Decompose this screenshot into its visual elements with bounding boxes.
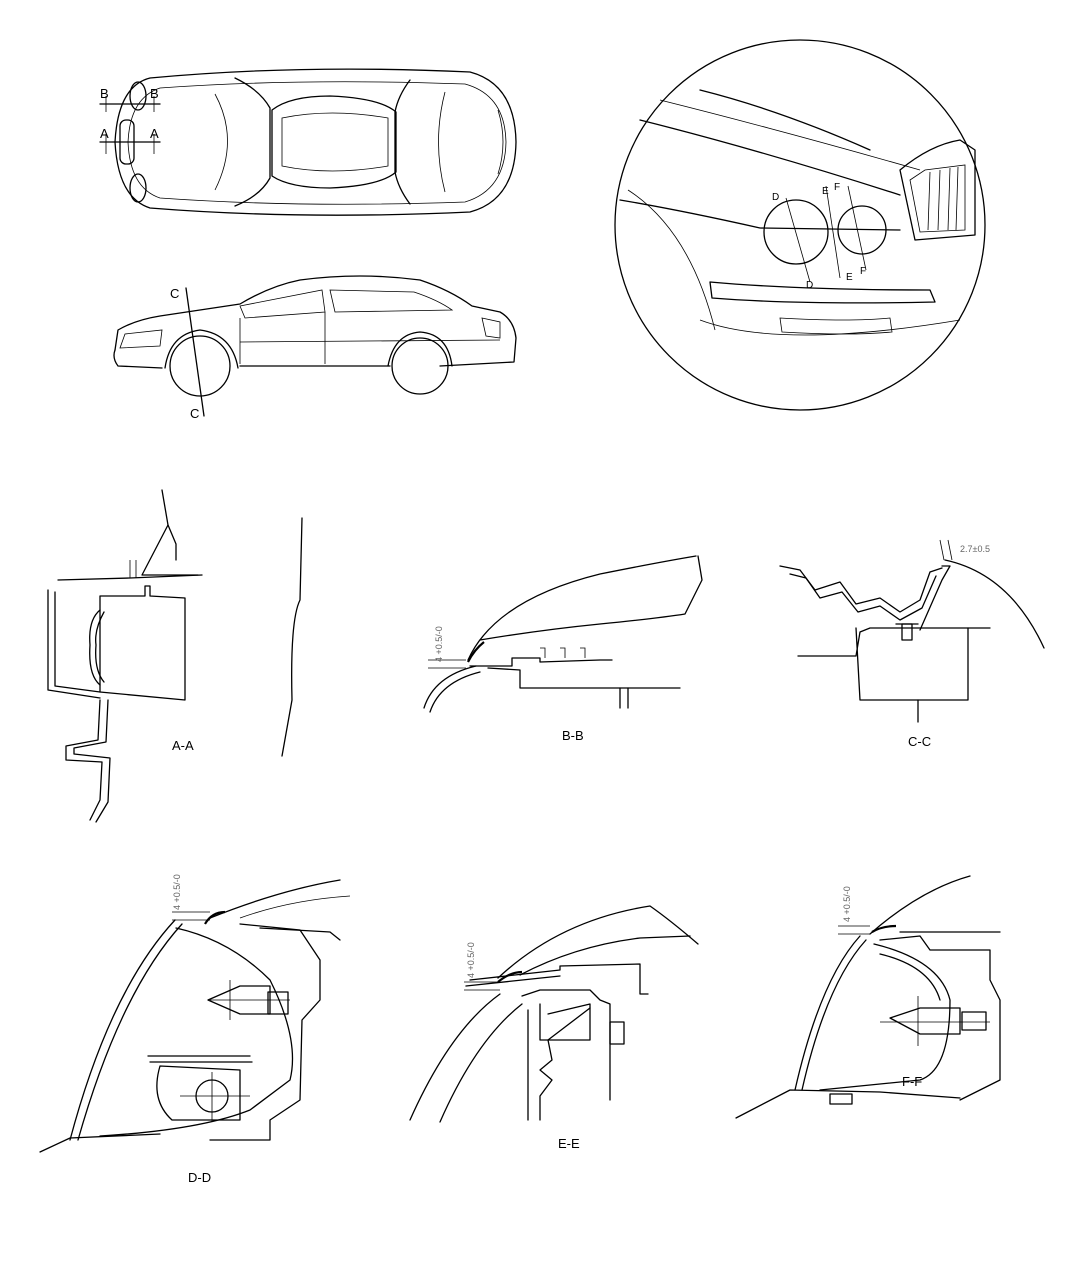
car-top-view: B B A A <box>99 68 517 216</box>
tolerance-cc: 2.7±0.5 <box>960 544 990 554</box>
detail-marker-f-top: F <box>834 182 840 193</box>
section-e-e: 4 +0.5/-0 E-E <box>409 905 699 1151</box>
section-label-c-c: C-C <box>908 734 931 749</box>
section-f-f: 4 +0.5/-0 F-F <box>735 875 1001 1119</box>
side-view-marker-c-bottom: C <box>190 406 199 421</box>
section-d-d: 4 +0.5/-0 D-D <box>39 874 351 1185</box>
section-c-c: 2.7±0.5 C-C <box>779 539 1045 749</box>
detail-marker-e-top: E <box>822 186 829 197</box>
top-view-marker-b-right: B <box>150 86 159 101</box>
section-label-e-e: E-E <box>558 1136 580 1151</box>
top-view-marker-b-left: B <box>100 86 109 101</box>
side-view-marker-c-top: C <box>170 286 179 301</box>
tolerance-dd: 4 +0.5/-0 <box>172 874 182 910</box>
detail-marker-e-bottom: E <box>846 272 853 283</box>
headlamp-detail-view: D E F D E F <box>614 39 986 411</box>
tolerance-ee: 4 +0.5/-0 <box>466 942 476 978</box>
section-label-a-a: A-A <box>172 738 194 753</box>
detail-marker-d-bottom: D <box>806 280 813 291</box>
section-a-a: A-A <box>47 489 303 823</box>
section-label-b-b: B-B <box>562 728 584 743</box>
detail-marker-d-top: D <box>772 192 779 203</box>
top-view-marker-a-left: A <box>100 126 109 141</box>
tolerance-bb: 4 +0.5/-0 <box>434 626 444 662</box>
detail-marker-f-bottom: F <box>860 266 866 277</box>
section-b-b: 4 +0.5/-0 B-B <box>423 555 703 743</box>
section-label-f-f: F-F <box>902 1074 922 1089</box>
section-label-d-d: D-D <box>188 1170 211 1185</box>
top-view-marker-a-right: A <box>150 126 159 141</box>
car-side-view: C C <box>113 275 517 421</box>
tolerance-ff: 4 +0.5/-0 <box>842 886 852 922</box>
